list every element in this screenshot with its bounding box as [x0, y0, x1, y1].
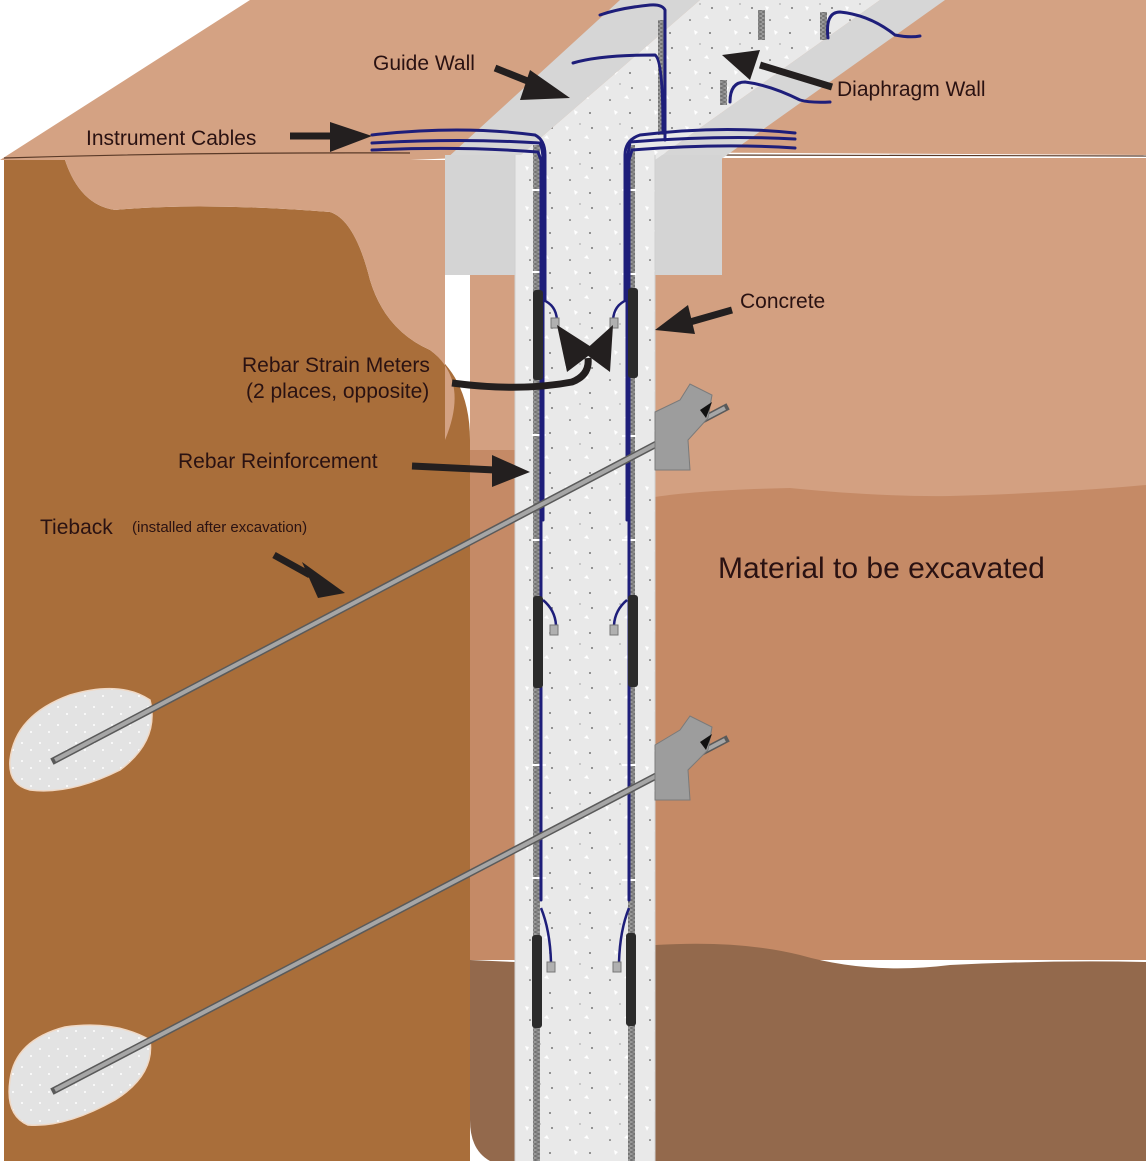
guide-wall-block-right [655, 155, 722, 275]
label-rebar-strain-meters-note: (2 places, opposite) [246, 380, 429, 403]
soil-strip-left-upper [470, 270, 515, 450]
arrow-rebar-reinforcement [411, 455, 530, 487]
rebar-top-back-2 [758, 10, 765, 40]
diaphragm-wall-top [515, 0, 880, 160]
label-diaphragm-wall: Diaphragm Wall [837, 78, 986, 101]
label-guide-wall: Guide Wall [373, 52, 475, 75]
tieback-upper[interactable] [9, 383, 730, 792]
retained-soil-upper [65, 160, 455, 440]
tieback-lower[interactable] [8, 715, 730, 1127]
strain-meter-level-1[interactable] [533, 288, 638, 380]
arrow-concrete [655, 305, 733, 334]
guide-wall-block-left [445, 155, 515, 275]
excavation-lower-layer [655, 943, 1146, 1161]
rebar-top-back-3 [720, 80, 727, 105]
anchor-plate-upper [654, 383, 713, 471]
label-concrete: Concrete [740, 290, 825, 313]
anchor-plate-lower [654, 715, 713, 801]
strain-meter-level-3[interactable] [532, 907, 636, 1028]
ground-edge-left [3, 152, 411, 159]
strain-meter-level-2[interactable] [533, 595, 638, 688]
label-instrument-cables: Instrument Cables [86, 127, 256, 150]
arrow-tieback [272, 551, 345, 598]
excavation-middle-layer [655, 485, 1146, 960]
label-rebar-strain-meters: Rebar Strain Meters [242, 354, 430, 377]
arrow-instrument-cables [290, 122, 372, 152]
label-material-excavated: Material to be excavated [718, 552, 1045, 585]
ground-edge-right [709, 154, 1146, 157]
arrows [272, 50, 834, 598]
arrow-strain-meters [451, 325, 613, 391]
label-rebar-reinforcement: Rebar Reinforcement [178, 450, 378, 473]
grout-bulb-upper [9, 687, 153, 792]
label-tieback-note: (installed after excavation) [132, 519, 307, 536]
rebar-top-back-4 [820, 12, 827, 40]
soil-strip-left-lower [470, 960, 515, 1161]
arrow-diaphragm-wall [722, 50, 834, 91]
instrument-cables[interactable] [370, 3, 922, 902]
guide-wall-top-left [445, 0, 700, 160]
excavation-upper-layer [655, 158, 1146, 498]
arrow-guide-wall [493, 64, 570, 100]
label-tieback: Tieback [40, 516, 113, 539]
